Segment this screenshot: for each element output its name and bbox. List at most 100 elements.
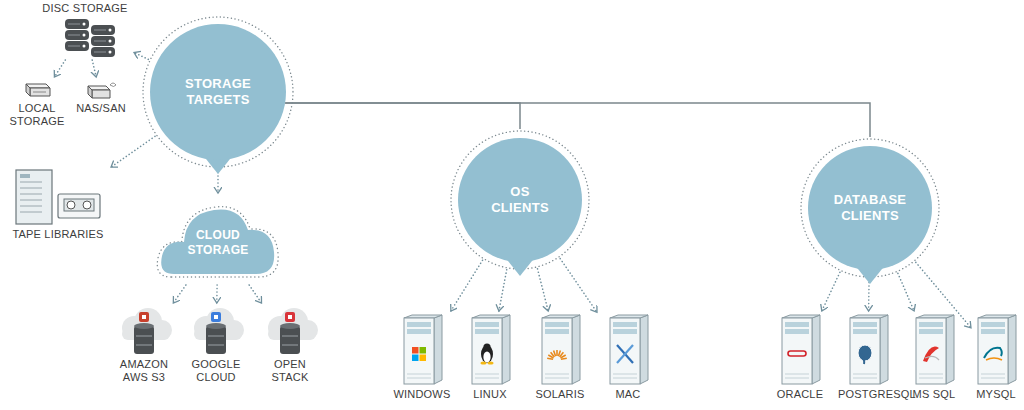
icon-part bbox=[853, 329, 877, 334]
item-label: POSTGRESQL bbox=[838, 388, 898, 401]
icon-part bbox=[214, 315, 218, 319]
icon-part bbox=[88, 86, 92, 98]
icon-part bbox=[861, 352, 864, 364]
icon-part bbox=[545, 378, 569, 379]
item-label: MAC bbox=[615, 388, 640, 401]
icon-part bbox=[20, 182, 42, 183]
category-circle: STORAGE TARGETS bbox=[150, 24, 286, 160]
icon-part bbox=[208, 345, 224, 346]
icon-part bbox=[475, 329, 499, 334]
srv-icon bbox=[398, 314, 446, 386]
icon-part bbox=[16, 170, 52, 224]
icon-part bbox=[282, 345, 298, 346]
icon-part bbox=[285, 312, 295, 322]
icon-part bbox=[475, 378, 499, 379]
icon-part bbox=[288, 315, 292, 319]
icon-part bbox=[136, 345, 152, 346]
dotted-arrow bbox=[54, 60, 65, 77]
icon-node: LOCAL STORAGE bbox=[4, 80, 70, 128]
icon-part bbox=[472, 318, 502, 384]
icon-node: NAS/SAN bbox=[72, 80, 130, 115]
icon-part bbox=[94, 30, 106, 31]
icon-part bbox=[483, 352, 490, 363]
icon-part bbox=[20, 200, 42, 201]
icon-part bbox=[412, 355, 419, 362]
category-circle: OS CLIENTS bbox=[458, 138, 582, 262]
icon-part bbox=[981, 329, 1005, 334]
icon-part bbox=[91, 25, 115, 35]
icon-part bbox=[109, 40, 112, 43]
icon-part bbox=[109, 51, 112, 54]
icon-part bbox=[91, 47, 115, 57]
icon-part bbox=[65, 41, 89, 51]
cl-icon bbox=[258, 306, 322, 356]
icon-part bbox=[211, 312, 221, 322]
item-label: ORACLE bbox=[777, 388, 823, 401]
srv-icon bbox=[776, 314, 824, 386]
icon-part bbox=[67, 201, 75, 209]
icon-node: LINUX bbox=[462, 314, 518, 401]
category-label: CLOUD STORAGE bbox=[178, 228, 258, 258]
icon-part bbox=[853, 378, 877, 379]
icon-part bbox=[788, 351, 806, 356]
icon-part bbox=[110, 83, 116, 87]
icon-node: WINDOWS bbox=[391, 314, 453, 401]
icon-part bbox=[613, 329, 637, 334]
disc-icon bbox=[39, 17, 131, 57]
cl-icon bbox=[184, 306, 248, 356]
icon-part bbox=[785, 322, 809, 327]
category-label: STORAGE TARGETS bbox=[166, 76, 270, 108]
icon-part bbox=[20, 174, 30, 178]
dotted-arrow bbox=[249, 285, 261, 303]
tree-connector bbox=[285, 103, 870, 137]
icon-part bbox=[68, 24, 80, 25]
icon-part bbox=[978, 318, 1008, 384]
icon-part bbox=[475, 322, 499, 327]
icon-part bbox=[280, 323, 300, 329]
icon-part bbox=[136, 336, 152, 337]
item-label: GOOGLE CLOUD bbox=[186, 358, 246, 384]
icon-part bbox=[561, 355, 566, 358]
icon-part bbox=[150, 24, 286, 160]
icon-part bbox=[617, 345, 633, 363]
dotted-arrow bbox=[92, 60, 96, 77]
item-label: OPEN STACK bbox=[260, 358, 320, 384]
item-label: SOLARIS bbox=[535, 388, 584, 401]
icon-part bbox=[451, 131, 589, 269]
icon-part bbox=[923, 347, 939, 362]
icon-part bbox=[617, 345, 633, 363]
icon-part bbox=[65, 19, 89, 29]
dotted-arrow bbox=[173, 285, 186, 303]
tape-icon bbox=[8, 168, 108, 226]
icon-part bbox=[481, 361, 487, 364]
icon-part bbox=[808, 146, 932, 270]
item-label: DISC STORAGE bbox=[42, 2, 127, 15]
icon-part bbox=[785, 329, 809, 334]
icon-part bbox=[161, 209, 274, 274]
icon-part bbox=[561, 358, 567, 359]
icon-node: MS SQL bbox=[905, 314, 963, 401]
icon-part bbox=[142, 315, 146, 319]
icon-part bbox=[134, 323, 154, 329]
icon-part bbox=[1008, 315, 1016, 384]
dotted-arrow bbox=[451, 260, 483, 311]
icon-part bbox=[919, 374, 943, 375]
icon-node: OPEN STACK bbox=[258, 306, 322, 384]
category-label: DATABASE CLIENTS bbox=[824, 192, 916, 224]
icon-part bbox=[20, 194, 42, 195]
icon-part bbox=[280, 326, 300, 354]
icon-part bbox=[483, 343, 490, 350]
item-label: MS SQL bbox=[913, 388, 956, 401]
dotted-arrow bbox=[822, 272, 840, 311]
icon-part bbox=[206, 323, 226, 329]
icon-part bbox=[853, 322, 877, 327]
icon-node: DISC STORAGE bbox=[39, 2, 131, 57]
icon-part bbox=[458, 138, 582, 262]
dotted-arrow bbox=[111, 136, 155, 167]
dotted-arrow bbox=[560, 259, 597, 313]
icon-part bbox=[801, 139, 939, 277]
dotted-arrow bbox=[868, 279, 870, 311]
category-label: OS CLIENTS bbox=[485, 184, 555, 216]
icon-part bbox=[420, 347, 427, 354]
